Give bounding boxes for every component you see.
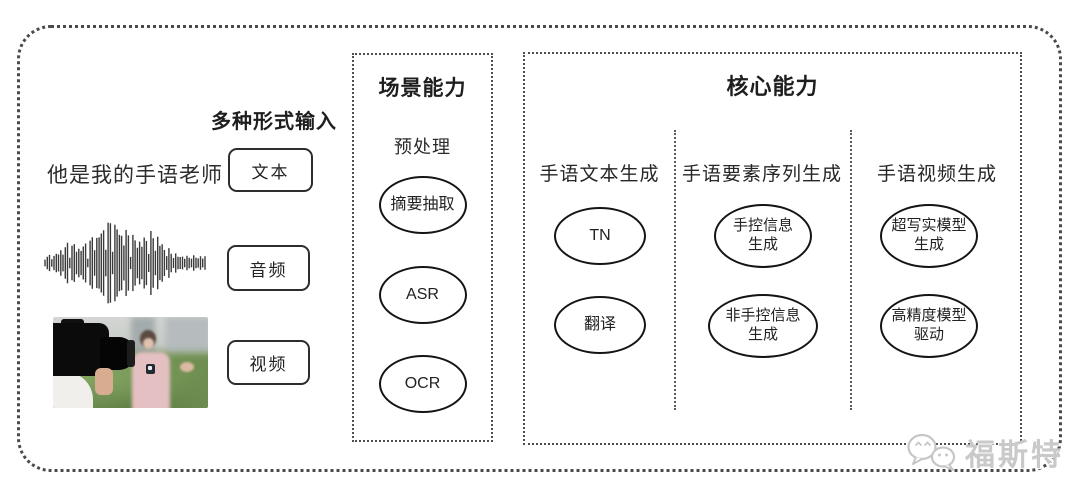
- photo-building-shape: [164, 317, 208, 354]
- photo-woman-hand: [180, 361, 195, 372]
- scene-box-title: 场景能力: [378, 77, 467, 100]
- core-capability-box: 核心能力 手语文本生成 手语要素序列生成 手语视频生成 TN 翻译 手控信息 生…: [523, 52, 1022, 445]
- chat-bubbles-icon: [907, 433, 956, 471]
- audio-waveform-icon: [44, 222, 206, 304]
- node-asr: ASR: [378, 266, 467, 324]
- core-box-title: 核心能力: [726, 74, 819, 99]
- node-label-line1: 手控信息: [732, 217, 793, 235]
- node-label-line1: 超写实模型: [891, 217, 967, 235]
- column-divider: [850, 130, 852, 410]
- node-tn: TN: [554, 207, 646, 265]
- input-type-text-label: 文本: [251, 162, 290, 182]
- input-type-video-box: 视频: [227, 340, 310, 385]
- node-label: OCR: [404, 375, 441, 392]
- input-type-audio-box: 音频: [227, 245, 310, 291]
- node-summary-extraction: 摘要抽取: [378, 176, 467, 234]
- column-header-video-generation: 手语视频生成: [876, 164, 997, 185]
- photo-woman-body: [132, 352, 171, 408]
- photo-microphone-logo: [148, 366, 153, 371]
- column-header-text-generation: 手语文本生成: [539, 164, 660, 185]
- node-label: 摘要抽取: [390, 196, 455, 213]
- node-label-line1: 非手控信息: [725, 307, 801, 325]
- preprocess-label: 预处理: [394, 137, 451, 157]
- node-hyperrealistic-model-generation: 超写实模型 生成: [880, 204, 978, 268]
- node-translation: 翻译: [554, 296, 646, 354]
- input-section-label: 多种形式输入: [211, 111, 337, 133]
- column-header-element-sequence-generation: 手语要素序列生成: [681, 164, 842, 185]
- photo-woman-face: [142, 337, 154, 349]
- node-high-precision-model-driving: 高精度模型 驱动: [880, 294, 978, 358]
- input-type-audio-label: 音频: [249, 260, 288, 280]
- node-label: ASR: [406, 286, 439, 303]
- scene-capability-box: 场景能力 预处理 摘要抽取 ASR OCR: [352, 53, 493, 442]
- node-label-line1: 高精度模型: [891, 307, 967, 325]
- node-label: TN: [589, 227, 611, 244]
- watermark-text: 福斯特: [965, 439, 1064, 472]
- input-type-text-box: 文本: [228, 148, 313, 192]
- node-label-line2: 生成: [747, 236, 778, 253]
- node-label: 翻译: [583, 316, 616, 333]
- photo-photographer-hand: [94, 367, 114, 396]
- node-label-line2: 生成: [913, 236, 944, 253]
- node-non-manual-info-generation: 非手控信息 生成: [708, 294, 818, 358]
- photo-camera-lens-ring: [127, 339, 136, 368]
- node-ocr: OCR: [378, 355, 467, 413]
- watermark: 福斯特: [906, 430, 1064, 474]
- column-divider: [674, 130, 676, 410]
- node-label-line2: 生成: [747, 326, 778, 343]
- sample-sentence-text: 他是我的手语老师: [47, 164, 223, 187]
- outer-dotted-frame: [17, 25, 1062, 472]
- input-type-video-label: 视频: [249, 355, 288, 374]
- node-manual-info-generation: 手控信息 生成: [714, 204, 812, 268]
- node-label-line2: 驱动: [913, 326, 944, 343]
- reporter-photo: [53, 317, 208, 408]
